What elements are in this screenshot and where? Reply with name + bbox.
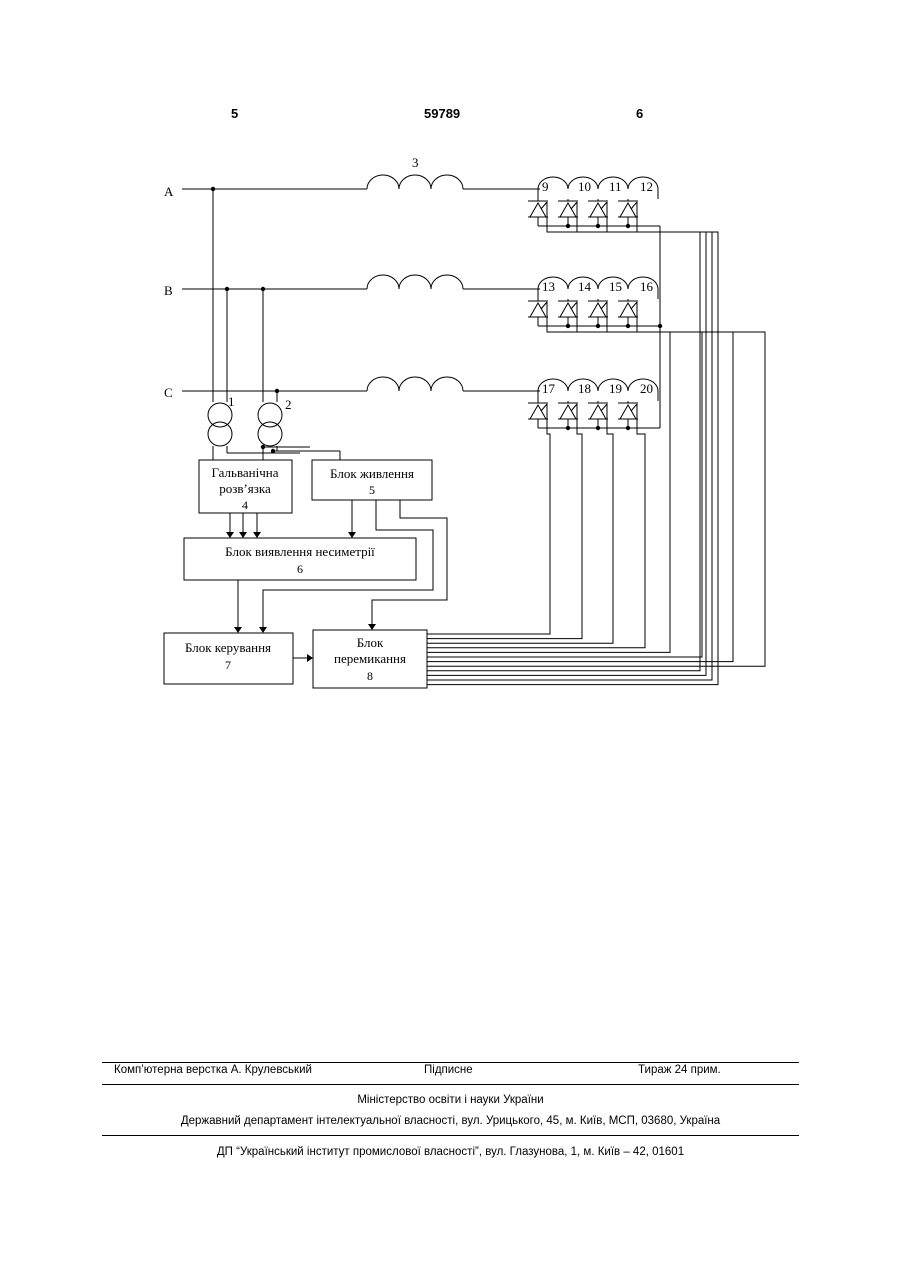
block-power-number: 5 [369, 483, 375, 497]
thyristor-16-label: 16 [640, 279, 654, 294]
block-power-line1: Блок живлення [330, 466, 414, 481]
block-switching: Блок перемикання 8 [313, 630, 427, 688]
footer-department: Державний департамент інтелектуальної вл… [0, 1115, 901, 1127]
footer-rule-middle [102, 1084, 799, 1085]
phase-line-a [182, 175, 540, 189]
thyristor-19-label: 19 [609, 381, 622, 396]
thyristor-10 [558, 199, 578, 228]
gate-wire-11 [427, 202, 712, 680]
phase-label-c: C [164, 385, 173, 400]
gate-wire-12 [427, 202, 718, 685]
thyristor-13-label: 13 [542, 279, 555, 294]
block-switch-number: 8 [367, 669, 373, 683]
thyristor-9-label: 9 [542, 179, 549, 194]
footer-layout-credit: Комп’ютерна верстка А. Крулевський [114, 1064, 312, 1076]
thyristor-13 [528, 299, 548, 326]
thyristor-17 [528, 401, 548, 428]
thyristor-12 [618, 199, 638, 228]
block-galvanic-isolation: Гальванічна розв’язка 4 [199, 460, 292, 513]
gate-wire-20 [427, 404, 645, 648]
reactor-label: 3 [412, 155, 419, 170]
gate-wire-13 [427, 302, 670, 652]
block-switch-line1: Блок [357, 635, 384, 650]
gate-wire-16 [427, 302, 765, 666]
thyristor-18 [558, 401, 578, 430]
block-control: Блок керування 7 [164, 633, 293, 684]
thyristor-20-label: 20 [640, 381, 653, 396]
footer-rule-bottom [102, 1135, 799, 1136]
transformer-1-label: 1 [228, 394, 235, 409]
phase-label-b: B [164, 283, 173, 298]
block-control-line1: Блок керування [185, 640, 271, 655]
gate-wire-18 [427, 404, 582, 639]
phase-line-c [182, 377, 540, 391]
footer-circulation: Тираж 24 прим. [638, 1064, 721, 1076]
thyristor-14 [558, 299, 578, 328]
thyristor-14-label: 14 [578, 279, 592, 294]
gate-wire-10 [427, 202, 706, 675]
thyristor-18-label: 18 [578, 381, 591, 396]
footer-signed: Підписне [424, 1064, 473, 1076]
circuit-diagram: A B C 3 1 [0, 0, 901, 760]
gate-wire-9 [427, 202, 700, 671]
transformer-2 [258, 289, 340, 460]
block-asymmetry-detection: Блок виявлення несиметрії 6 [184, 538, 416, 580]
thyristor-11-label: 11 [609, 179, 622, 194]
footer-ministry: Міністерство освіти і науки України [0, 1094, 901, 1106]
thyristor-15 [588, 299, 608, 328]
block-galvanic-line2: розв’язка [219, 481, 271, 496]
phase-line-b [182, 275, 540, 289]
thyristor-16 [618, 299, 638, 328]
thyristor-11 [588, 199, 608, 228]
control-bus [427, 202, 765, 685]
thyristor-9 [528, 199, 548, 226]
block-galvanic-number: 4 [242, 498, 248, 512]
gate-wire-15 [427, 302, 733, 662]
thyristor-10-label: 10 [578, 179, 591, 194]
block-galvanic-line1: Гальванічна [211, 465, 278, 480]
block-detect-number: 6 [297, 562, 303, 576]
transformer-1 [208, 189, 300, 460]
block-control-number: 7 [225, 658, 231, 672]
gate-wire-19 [427, 404, 613, 643]
junction-dots [211, 187, 279, 453]
block-wiring [230, 500, 447, 658]
thyristor-12-label: 12 [640, 179, 653, 194]
thyristor-17-label: 17 [542, 381, 556, 396]
transformer-2-label: 2 [285, 397, 292, 412]
gate-wire-14 [427, 302, 702, 657]
thyristor-19 [588, 401, 608, 430]
footer-rule-top [102, 1062, 799, 1063]
block-power-supply: Блок живлення 5 [312, 460, 432, 500]
thyristor-15-label: 15 [609, 279, 622, 294]
phase-label-a: A [164, 184, 174, 199]
thyristor-20 [618, 401, 638, 430]
footer-institute: ДП “Український інститут промислової вла… [0, 1146, 901, 1158]
block-detect-line1: Блок виявлення несиметрії [225, 544, 375, 559]
block-switch-line2: перемикання [334, 651, 406, 666]
